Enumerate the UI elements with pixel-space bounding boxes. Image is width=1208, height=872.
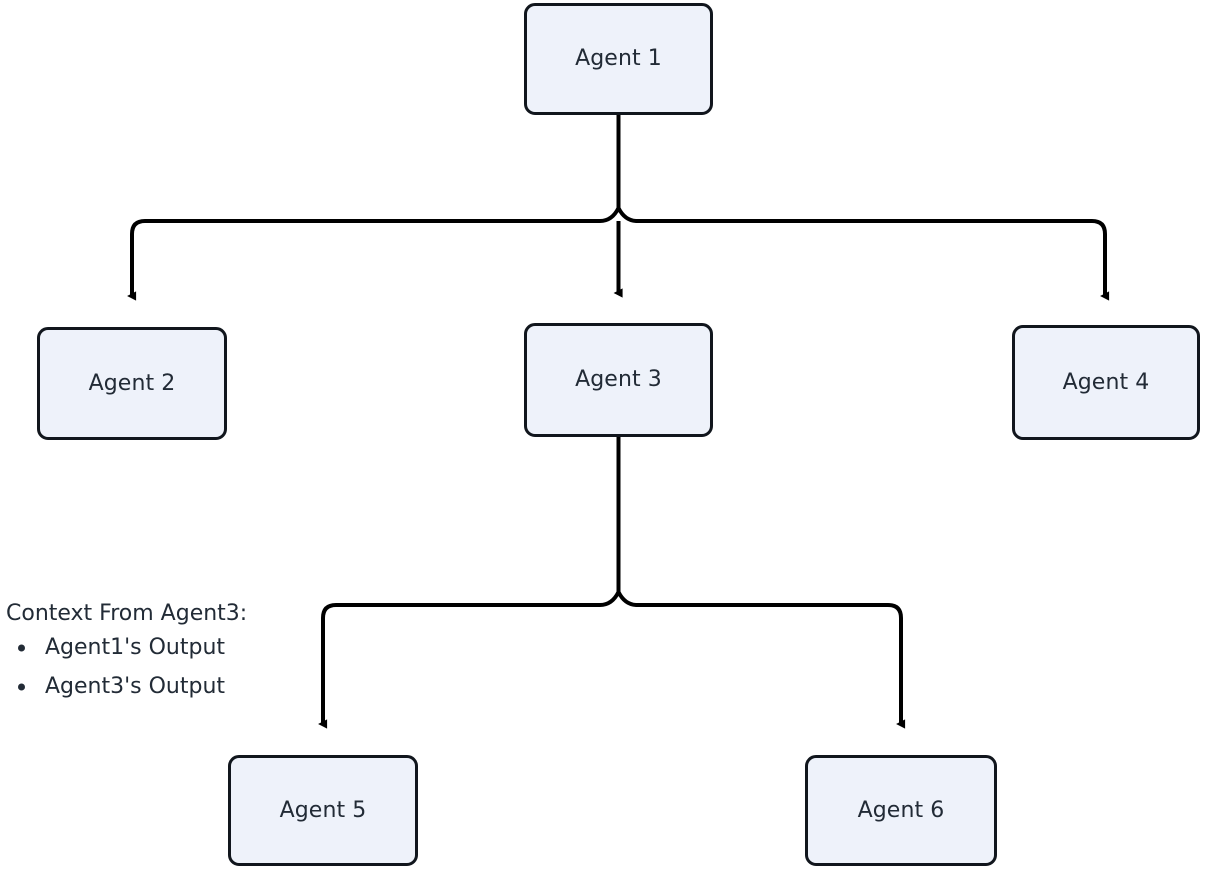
node-agent2[interactable]: Agent 2	[37, 327, 227, 440]
node-agent3[interactable]: Agent 3	[524, 323, 713, 437]
bullet-icon	[18, 683, 25, 690]
node-agent1[interactable]: Agent 1	[524, 3, 713, 115]
context-annotation-title: Context From Agent3:	[6, 601, 248, 626]
node-agent1-label: Agent 1	[575, 46, 662, 71]
edge-split-fillet-left	[599, 207, 621, 223]
context-annotation-list: Agent1's Output Agent3's Output	[6, 628, 306, 706]
node-agent3-label: Agent 3	[575, 367, 662, 392]
edge-lower-split-fillet-right	[616, 591, 638, 607]
context-annotation-item: Agent1's Output	[6, 628, 306, 667]
context-annotation: Context From Agent3: Agent1's Output Age…	[6, 600, 306, 706]
node-agent5[interactable]: Agent 5	[228, 755, 418, 866]
node-agent4-label: Agent 4	[1062, 369, 1150, 395]
context-annotation-item-label: Agent1's Output	[45, 635, 226, 660]
edge-agent1-agent2	[127, 219, 600, 301]
node-agent5-label: Agent 5	[279, 797, 367, 823]
context-annotation-item: Agent3's Output	[6, 667, 306, 706]
edge-agent1-agent4	[637, 219, 1110, 301]
node-agent4[interactable]: Agent 4	[1012, 325, 1200, 440]
edge-agent3-agent5	[318, 603, 600, 729]
node-agent2-label: Agent 2	[88, 370, 176, 396]
node-agent6-label: Agent 6	[857, 797, 945, 823]
node-agent6[interactable]: Agent 6	[805, 755, 997, 866]
context-annotation-item-label: Agent3's Output	[45, 674, 226, 699]
bullet-icon	[18, 644, 25, 651]
edge-agent3-agent6	[637, 603, 906, 729]
edge-lower-split-fillet-left	[599, 591, 621, 607]
edge-split-fillet-right	[616, 207, 638, 223]
